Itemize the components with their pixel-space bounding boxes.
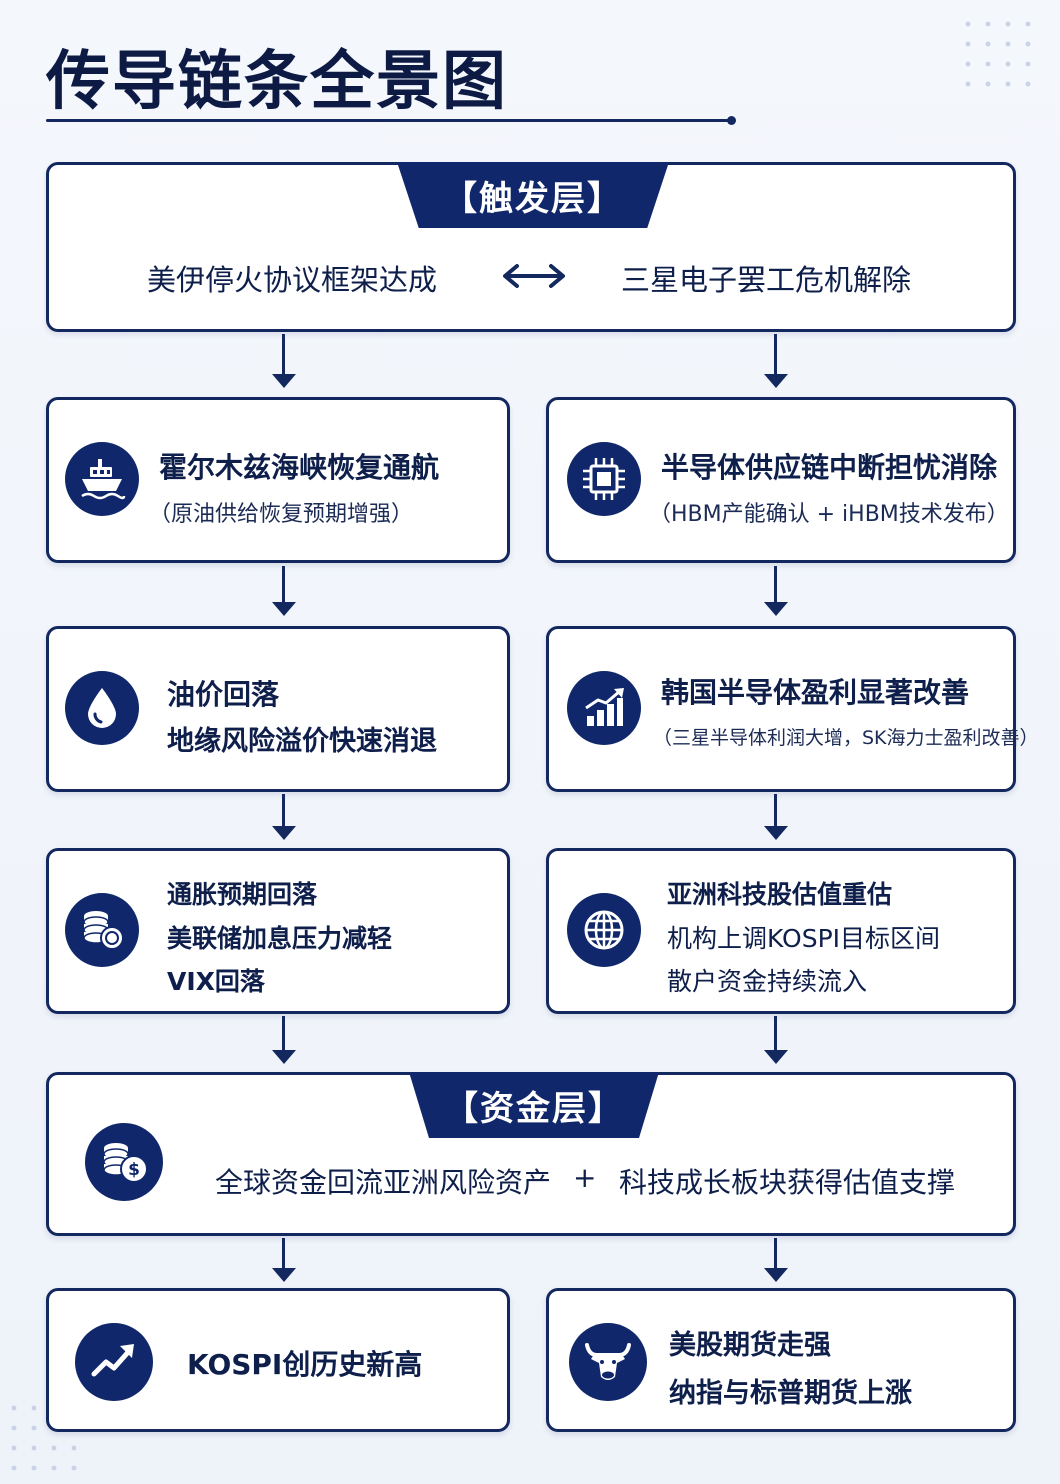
chip-icon	[567, 442, 641, 516]
left-step-1-title: 霍尔木兹海峡恢复通航	[159, 451, 440, 484]
left-step-3-line-2: 美联储加息压力减轻	[167, 924, 393, 953]
right-step-3-line-2: 机构上调KOSPI目标区间	[667, 924, 941, 953]
coins-stack-icon	[65, 893, 139, 967]
right-step-1-title: 半导体供应链中断担忧消除	[661, 451, 998, 484]
bull-icon	[569, 1323, 647, 1401]
trigger-layer-box: 【触发层】 美伊停火协议框架达成 三星电子罢工危机解除	[46, 162, 1016, 332]
arrow-right-1-to-2	[764, 566, 788, 616]
bidirectional-arrow-icon	[503, 264, 565, 288]
right-step-2-subtitle: （三星半导体利润大增，SK海力士盈利改善）	[653, 727, 1039, 749]
right-step-3-box: 亚洲科技股估值重估 机构上调KOSPI目标区间 散户资金持续流入	[546, 848, 1016, 1014]
capital-layer-box: 【资金层】 $ 全球资金回流亚洲风险资产 + 科技成长板块获得估值支撑	[46, 1072, 1016, 1236]
result-right-line-1: 美股期货走强	[669, 1330, 831, 1361]
left-step-1-subtitle: （原油供给恢复预期增强）	[149, 502, 414, 527]
capital-plus-sign: +	[573, 1161, 597, 1194]
globe-icon	[567, 893, 641, 967]
left-step-2-box: 油价回落 地缘风险溢价快速消退	[46, 626, 510, 792]
trigger-layer-tab: 【触发层】	[397, 162, 669, 228]
arrow-left-2-to-3	[272, 794, 296, 840]
right-step-3-line-3: 散户资金持续流入	[667, 967, 868, 996]
right-step-1-box: 半导体供应链中断担忧消除 （HBM产能确认 + iHBM技术发布）	[546, 397, 1016, 563]
trend-up-icon	[75, 1323, 153, 1401]
left-step-2-line-2: 地缘风险溢价快速消退	[167, 726, 437, 757]
left-step-3-line-3: VIX回落	[167, 967, 265, 996]
right-step-1-subtitle: （HBM产能确认 + iHBM技术发布）	[649, 502, 1009, 527]
left-step-3-box: 通胀预期回落 美联储加息压力减轻 VIX回落	[46, 848, 510, 1014]
left-step-2-line-1: 油价回落	[167, 678, 280, 711]
title-divider	[46, 116, 736, 125]
arrow-right-2-to-3	[764, 794, 788, 840]
trigger-right-text: 三星电子罢工危机解除	[621, 263, 912, 297]
arrow-trigger-to-right	[764, 334, 788, 388]
svg-text:$: $	[128, 1160, 140, 1180]
result-right-box: 美股期货走强 纳指与标普期货上涨	[546, 1288, 1016, 1432]
arrow-right-3-to-capital	[764, 1016, 788, 1064]
arrow-capital-to-left-result	[272, 1238, 296, 1282]
capital-right-text: 科技成长板块获得估值支撑	[619, 1166, 956, 1199]
result-left-box: KOSPI创历史新高	[46, 1288, 510, 1432]
oil-drop-icon	[65, 671, 139, 745]
growth-chart-icon	[567, 671, 641, 745]
left-step-1-box: 霍尔木兹海峡恢复通航 （原油供给恢复预期增强）	[46, 397, 510, 563]
page-title: 传导链条全景图	[46, 45, 508, 119]
dollar-coins-icon: $	[85, 1123, 163, 1201]
arrow-capital-to-right-result	[764, 1238, 788, 1282]
arrow-left-3-to-capital	[272, 1016, 296, 1064]
right-step-3-line-1: 亚洲科技股估值重估	[667, 880, 893, 909]
trigger-left-text: 美伊停火协议框架达成	[147, 263, 438, 297]
right-step-2-box: 韩国半导体盈利显著改善 （三星半导体利润大增，SK海力士盈利改善）	[546, 626, 1039, 792]
capital-layer-tab: 【资金层】	[409, 1072, 659, 1138]
capital-left-text: 全球资金回流亚洲风险资产	[215, 1166, 552, 1199]
arrow-trigger-to-left	[272, 334, 296, 388]
result-left-text: KOSPI创历史新高	[187, 1348, 423, 1381]
arrow-left-1-to-2	[272, 566, 296, 616]
left-step-3-line-1: 通胀预期回落	[167, 880, 318, 909]
decor-dots-top-right	[958, 14, 1038, 94]
right-step-2-title: 韩国半导体盈利显著改善	[661, 676, 970, 709]
result-right-line-2: 纳指与标普期货上涨	[669, 1378, 912, 1409]
ship-icon	[65, 442, 139, 516]
